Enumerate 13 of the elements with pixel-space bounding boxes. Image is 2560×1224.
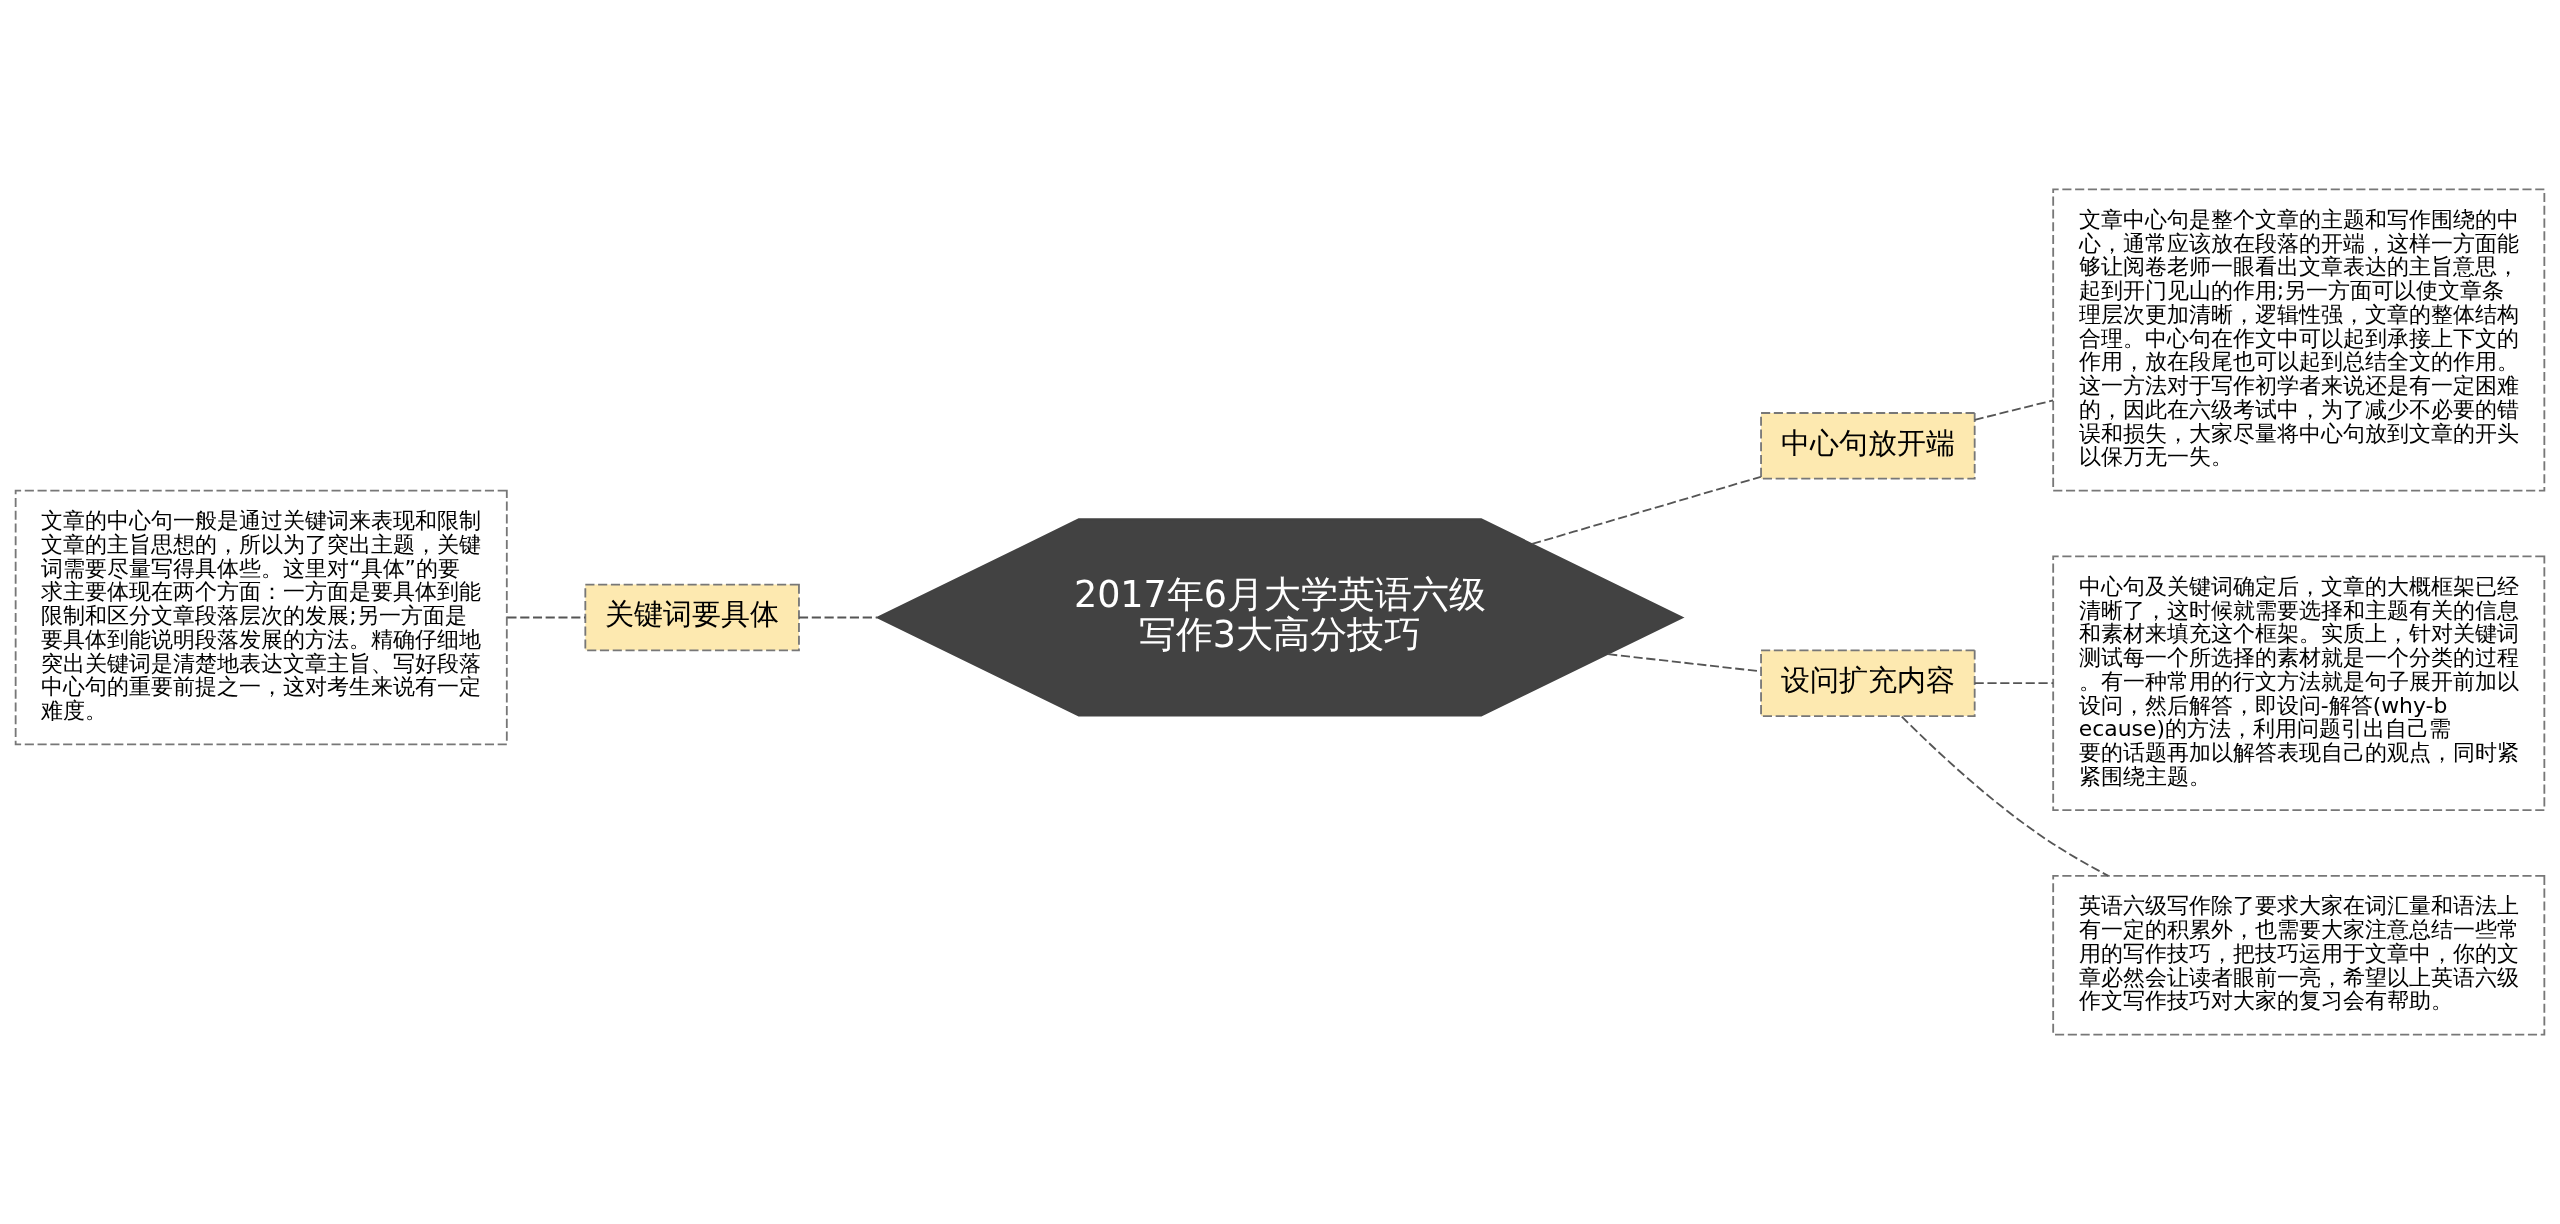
- node-box: 中心句放开端: [1760, 412, 1976, 480]
- node-box: 设问扩充内容: [1760, 649, 1976, 717]
- connector: [506, 616, 587, 619]
- connector: [1900, 715, 2110, 877]
- node-box: 文章中心句是整个文章的主题和写作围绕的中心，通常应该放在段落的开端，这样一方面能够让阅卷老师一眼看出文章表达的主旨意思，起到开门见山的作用;另一方面可以使文章条理层次更加清晰，逻辑性强，文章的整体结构合理。中心句在作文中可以起到承接上下文的作用，放在段尾也可以起到总结全文的作用。这一方法对于写作初学者来说还是有一定困难的，因此在六级考试中，为了减少不必要的错误和损失，大家尽量将中心句放到文章的开头以保万无一失。: [2052, 188, 2546, 492]
- connector: [1973, 682, 2055, 685]
- connector: [798, 616, 879, 619]
- connector: [1973, 399, 2055, 421]
- connector: [1531, 475, 1762, 545]
- node-box: 关键词要具体: [584, 583, 800, 652]
- node-box: 英语六级写作除了要求大家在词汇量和语法上有一定的积累外，也需要大家注意总结一些常用的写作技巧，把技巧运用于文章中，你的文章必然会让读者眼前一亮，希望以上英语六级作文写作技巧对大家的复习会有帮助。: [2052, 874, 2546, 1036]
- node-box: 文章的中心句一般是通过关键词来表现和限制文章的主旨思想的，所以为了突出主题，关键词需要尽量写得具体些。这里对“具体”的要求主要体现在两个方面：一方面是要具体到能限制和区分文章段落层次的发展;另一方面是要具体到能说明段落发展的方法。精确仔细地突出关键词是清楚地表达文章主旨、写好段落中心句的重要前提之一，这对考生来说有一定难度。: [14, 489, 508, 746]
- node-box: 中心句及关键词确定后，文章的大概框架已经清晰了，这时候就需要选择和主题有关的信息和素材来填充这个框架。实质上，针对关键词测试每一个所选择的素材就是一个分类的过程。有一种常用的行文方法就是句子展开前加以设问，然后解答，即设问-解答(why-because)的方法，利用问题引出自己需要的话题再加以解答表现自己的观点，同时紧紧围绕主题。: [2052, 555, 2546, 812]
